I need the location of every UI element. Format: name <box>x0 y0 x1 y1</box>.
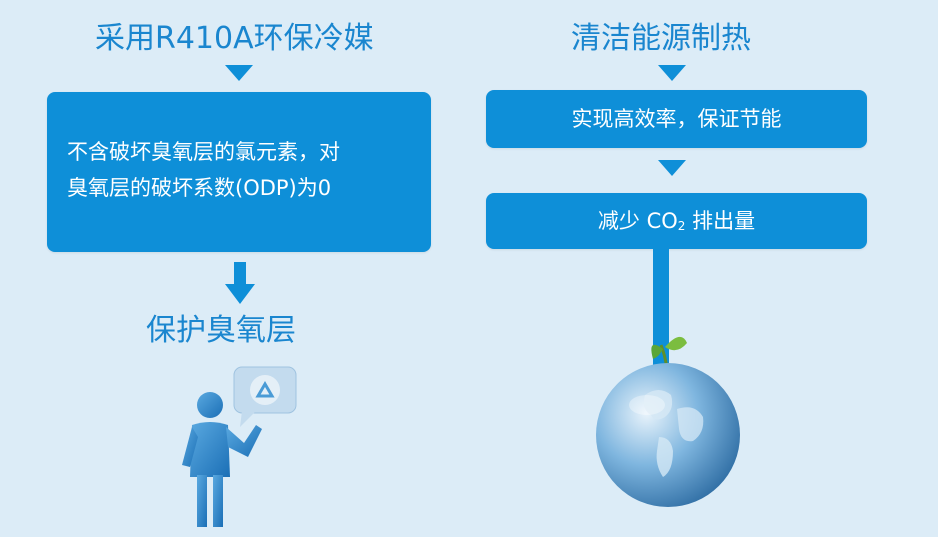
right-title-arrow <box>658 65 686 81</box>
right-box-co2-text: 减少 CO2 排出量 <box>486 204 867 244</box>
right-box-efficiency: 实现高效率，保证节能 <box>486 90 867 148</box>
right-box-efficiency-text: 实现高效率，保证节能 <box>571 107 782 131</box>
co2-prefix: 减少 CO <box>597 209 678 233</box>
co2-suffix: 排出量 <box>685 209 756 233</box>
co2-subscript: 2 <box>677 219 686 233</box>
left-info-box: 不含破坏臭氧层的氯元素，对 臭氧层的破坏系数(ODP)为0 <box>47 92 431 252</box>
right-box-co2: 减少 CO2 排出量 <box>486 193 867 249</box>
connector-bar <box>653 249 669 369</box>
left-info-line1: 不含破坏臭氧层的氯元素，对 <box>67 140 340 164</box>
globe-icon <box>596 336 740 507</box>
down-arrow-icon <box>225 262 255 304</box>
left-info-line2: 臭氧层的破坏系数(ODP)为0 <box>67 176 332 200</box>
left-title-arrow <box>225 65 253 81</box>
recycle-icon <box>233 366 297 427</box>
left-title: 采用R410A环保冷媒 <box>95 21 374 56</box>
person-icon <box>182 366 297 527</box>
left-result-title: 保护臭氧层 <box>146 313 296 348</box>
right-title: 清洁能源制热 <box>571 21 751 56</box>
right-mid-arrow <box>658 160 686 176</box>
